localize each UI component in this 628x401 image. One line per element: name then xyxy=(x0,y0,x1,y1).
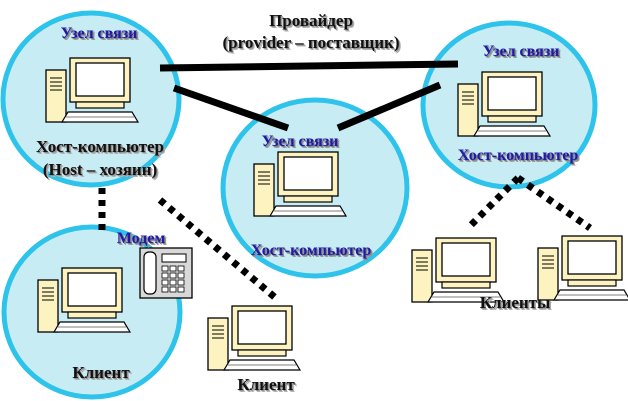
dotted-link-right-client-2 xyxy=(516,175,592,231)
host-label-right: Хост-компьютер xyxy=(457,147,579,164)
link-left-right xyxy=(159,60,459,72)
provider-subtitle: (provider – поставщик) xyxy=(222,33,400,52)
dotted-link-lan-client xyxy=(157,197,281,303)
host-label-center: Хост-компьютер xyxy=(250,242,372,259)
provider-title: Провайдер xyxy=(269,11,353,30)
host-note-left: (Host – хозяин) xyxy=(42,160,158,179)
client-label-modem: Клиент xyxy=(72,363,130,382)
host-label-left: Хост-компьютер xyxy=(35,137,165,156)
node-label-left: Узел связи xyxy=(60,25,138,42)
clients-label-right: Клиенты xyxy=(479,293,551,312)
link-left-center xyxy=(172,84,290,132)
client-label-lan: Клиент xyxy=(237,375,295,394)
computer-icon xyxy=(537,235,628,301)
modem-icon xyxy=(139,247,193,299)
node-label-center: Узел связи xyxy=(261,133,339,150)
node-label-right: Узел связи xyxy=(482,43,560,60)
link-right-center xyxy=(336,81,442,132)
computer-icon xyxy=(207,305,301,371)
modem-label: Модем xyxy=(116,230,166,247)
